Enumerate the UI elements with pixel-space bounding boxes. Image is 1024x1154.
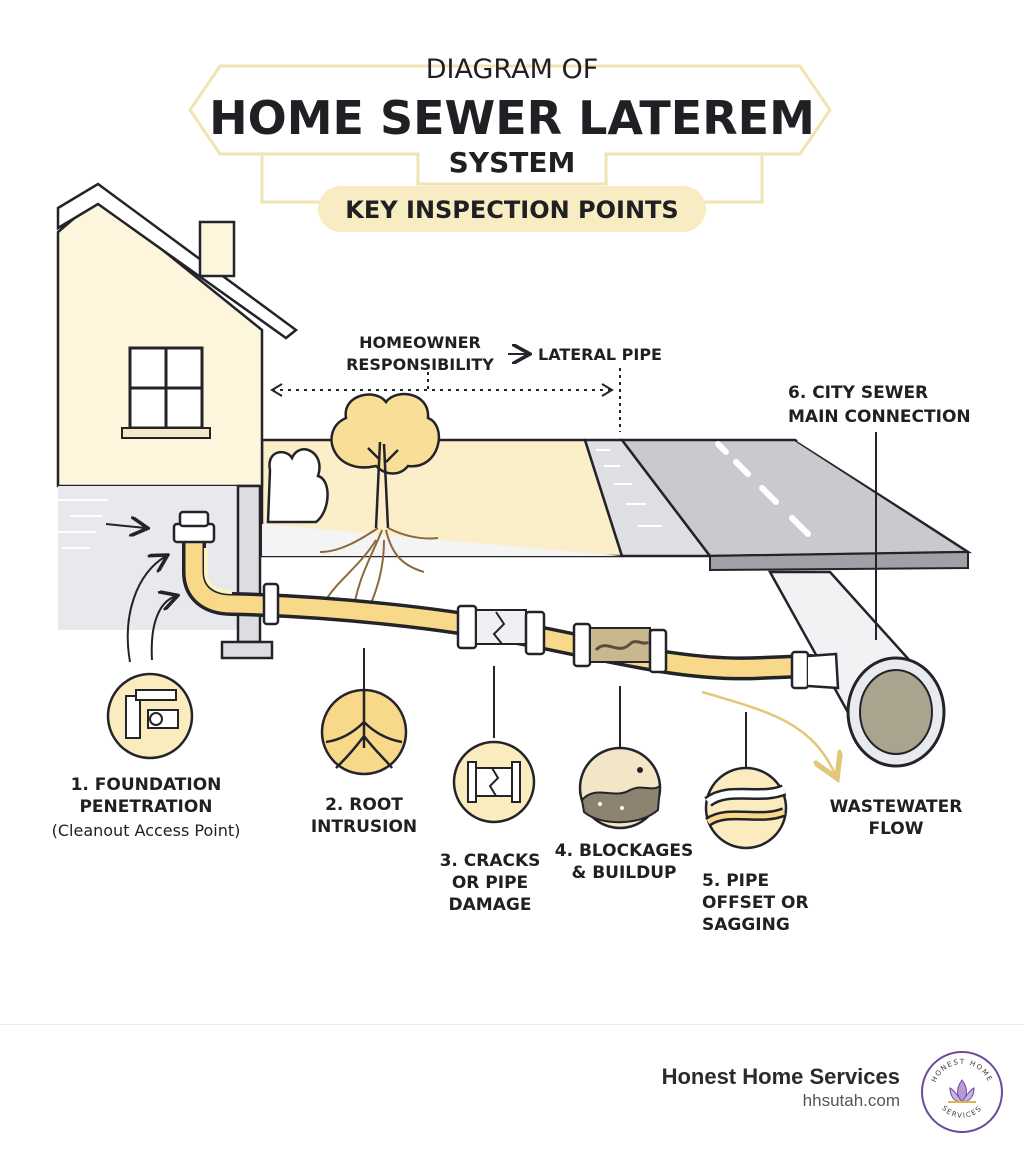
responsibility-dimension — [270, 354, 621, 432]
title-line-2: HOME SEWER LATEREM — [209, 91, 815, 145]
pipe-offset-icon — [704, 766, 788, 850]
point-5-label-line-3: SAGGING — [702, 915, 790, 935]
city-sewer-main — [767, 570, 946, 768]
blockage-buildup-icon — [578, 746, 662, 830]
point-4-label-line-1: 4. BLOCKAGES — [555, 841, 693, 861]
flow-label-line-1: WASTEWATER — [830, 797, 963, 817]
tree — [319, 392, 441, 623]
callout-leaders — [105, 432, 877, 768]
point-5-label-line-2: OFFSET OR — [702, 893, 809, 913]
root-intrusion-icon — [320, 688, 408, 776]
point-3-label-line-3: DAMAGE — [449, 895, 532, 915]
title-badge: KEY INSPECTION POINTS — [345, 196, 678, 224]
point-6-label-line-2: MAIN CONNECTION — [788, 407, 971, 427]
point-2-label-line-2: INTRUSION — [311, 817, 417, 837]
lotus-icon — [948, 1079, 976, 1103]
flow-label-line-2: FLOW — [868, 819, 923, 839]
point-3-label-line-2: OR PIPE — [452, 873, 528, 893]
wastewater-flow-arrow — [701, 690, 836, 776]
owner-label-line-2: RESPONSIBILITY — [346, 355, 494, 374]
owner-label-line-1: HOMEOWNER — [359, 333, 481, 352]
point-1-label-line-3: (Cleanout Access Point) — [52, 821, 241, 840]
company-logo: HONEST HOME SERVICES — [921, 1051, 1003, 1133]
cleanout-access-icon — [106, 672, 194, 760]
point-1-label-line-1: 1. FOUNDATION — [71, 775, 222, 795]
point-1-label-line-2: PENETRATION — [79, 797, 212, 817]
road — [619, 438, 973, 572]
point-2-label-line-1: 2. ROOT — [325, 795, 403, 815]
shrub — [266, 448, 329, 524]
point-5-label-line-1: 5. PIPE — [702, 871, 769, 891]
title-badge-bg — [318, 186, 706, 232]
chimney — [198, 220, 236, 278]
company-name: Honest Home Services — [661, 1064, 900, 1089]
point-3-label-line-1: 3. CRACKS — [440, 851, 541, 871]
ground — [260, 438, 713, 558]
title-line-3: SYSTEM — [449, 146, 576, 179]
title-frame — [188, 64, 832, 232]
point-6-label-line-1: 6. CITY SEWER — [788, 383, 928, 403]
point-4-label-line-2: & BUILDUP — [571, 863, 676, 883]
title-line-1: DIAGRAM OF — [426, 54, 598, 85]
pipe-couplings — [262, 582, 840, 690]
company-url[interactable]: hhsutah.com — [802, 1091, 900, 1110]
footer-divider — [0, 1024, 1024, 1025]
footer-brand: Honest Home Services hhsutah.com — [662, 1064, 900, 1112]
crack-damage-icon — [452, 740, 536, 824]
cleanout-cap — [172, 510, 216, 544]
lateral-pipe-label: LATERAL PIPE — [538, 345, 662, 364]
